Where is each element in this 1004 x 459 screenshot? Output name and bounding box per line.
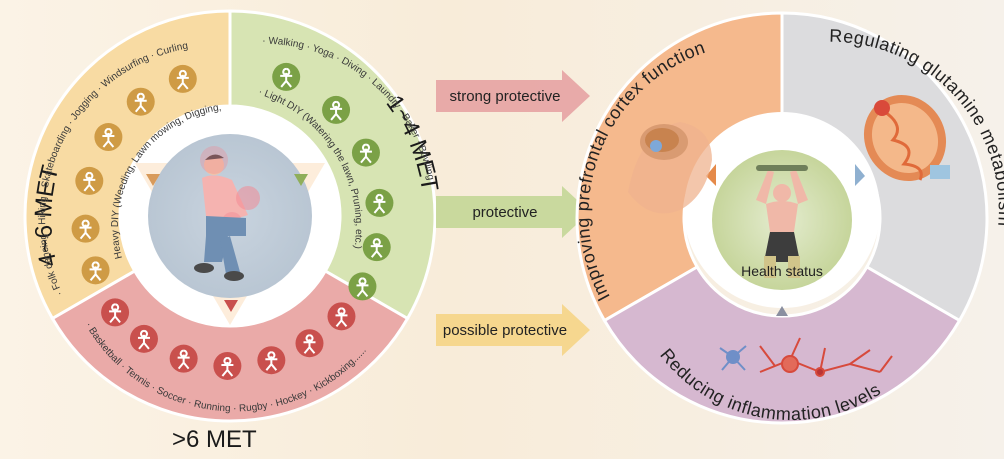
effect-arrow-label: possible protective (443, 322, 567, 339)
jogging-figure-icon (102, 128, 115, 148)
outcome-ring: Health status Improving (573, 11, 1004, 425)
running-figure-icon (221, 356, 234, 377)
folk-dancing-figure-icon (89, 261, 102, 281)
baker-figure-icon (370, 238, 383, 258)
walking-figure-icon (280, 67, 293, 88)
effect-arrow (436, 70, 590, 122)
hiking-figure-icon (79, 219, 92, 240)
soccer-figure-icon (177, 349, 190, 370)
kickboxing-figure-icon (335, 307, 348, 328)
diving-figure-icon (359, 143, 372, 164)
hockey-figure-icon (303, 334, 316, 354)
health-status-label: Health status (741, 263, 823, 279)
brain-head-icon (628, 122, 712, 214)
rugby-figure-icon (265, 351, 278, 371)
tennis-figure-icon (137, 329, 150, 350)
basketball-figure-icon (109, 303, 122, 324)
laundry-figure-icon (373, 193, 386, 214)
curling-figure-icon (176, 69, 189, 90)
yoga-figure-icon (330, 100, 343, 121)
vigorous-pointer-icon (224, 300, 238, 312)
inflammation-sector (602, 264, 962, 425)
inflammation-pointer-icon (776, 306, 788, 316)
back-pain-person-icon (194, 146, 260, 281)
light-pointer-icon (294, 174, 308, 186)
microglia-icon (719, 345, 747, 371)
mitochondrion-icon (863, 94, 950, 182)
strong-person-icon (756, 165, 808, 278)
activity-icons (71, 62, 394, 380)
effect-arrow (436, 186, 590, 238)
effect-arrow (436, 304, 590, 356)
glutamine-pointer-icon (855, 164, 865, 186)
prefrontal-pointer-icon (706, 164, 716, 186)
effect-arrow-label: protective (472, 204, 537, 221)
bowling-figure-icon (356, 277, 369, 298)
met-ring: 4~6 MET 1~4 MET >6 MET · Folk dancing · … (0, 0, 443, 453)
moderate-pointer-icon (146, 174, 160, 186)
neuron-icon (759, 337, 893, 377)
vigorous-met-label: >6 MET (172, 426, 257, 453)
skateboarding-figure-icon (83, 171, 96, 192)
effect-arrow-label: strong protective (450, 88, 561, 105)
effect-arrows: strong protective protective possible prot… (436, 70, 590, 356)
windsurfing-figure-icon (134, 92, 147, 113)
